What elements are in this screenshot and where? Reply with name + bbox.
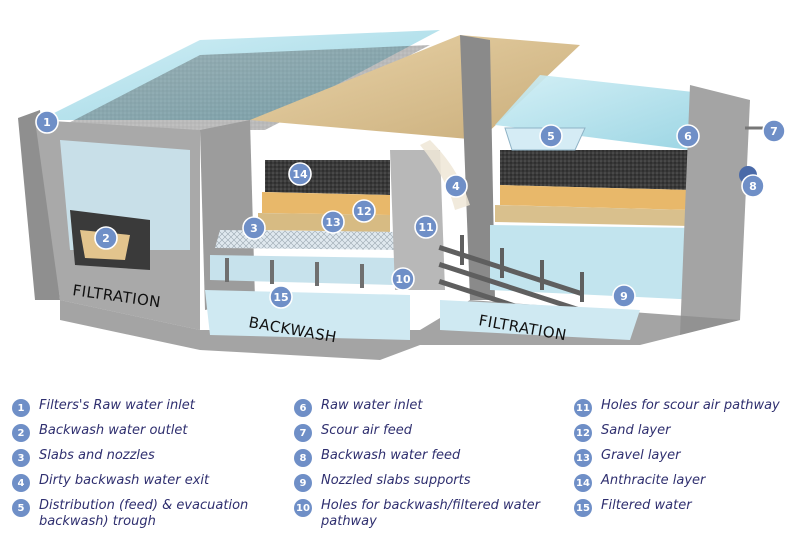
svg-text:12: 12	[356, 205, 371, 218]
left-outer-wall	[18, 110, 60, 300]
legend-number: 9	[294, 474, 312, 492]
center-anthracite	[265, 160, 390, 195]
legend-item: 2 Backwash water outlet	[12, 423, 282, 442]
filtered-water-right	[440, 300, 640, 340]
marker-3: 3	[242, 216, 266, 240]
marker-10: 10	[391, 267, 415, 291]
legend-number: 1	[12, 399, 30, 417]
legend-number: 4	[12, 474, 30, 492]
right-outer-wall	[680, 85, 750, 335]
marker-11: 11	[414, 215, 438, 239]
legend-item: 4 Dirty backwash water exit	[12, 473, 282, 492]
legend-column-1: 1 Filters's Raw water inlet 2 Backwash wat…	[12, 398, 282, 536]
right-gravel	[495, 205, 690, 226]
legend-label: Filtered water	[601, 498, 692, 513]
center-lower-chamber	[210, 255, 395, 285]
svg-text:9: 9	[620, 290, 628, 303]
legend-number: 8	[294, 449, 312, 467]
legend-number: 14	[574, 474, 592, 492]
legend-number: 6	[294, 399, 312, 417]
marker-12: 12	[352, 199, 376, 223]
legend-item: 1 Filters's Raw water inlet	[12, 398, 282, 417]
legend-number: 3	[12, 449, 30, 467]
center-nozzles	[215, 230, 400, 250]
marker-7: 7	[762, 119, 786, 143]
legend-item: 9 Nozzled slabs supports	[294, 473, 564, 492]
svg-text:7: 7	[770, 125, 778, 138]
legend-item: 8 Backwash water feed	[294, 448, 564, 467]
filter-diagram: FILTRATION BACKWASH FILTRATION 1 2 3 4 5…	[18, 30, 786, 360]
legend-number: 5	[12, 499, 30, 517]
marker-8: 8	[741, 174, 765, 198]
legend-item: 11 Holes for scour air pathway	[574, 398, 796, 417]
filtered-water-left	[205, 290, 410, 340]
legend-number: 2	[12, 424, 30, 442]
legend-label: Holes for scour air pathway	[601, 398, 780, 413]
legend-column-2: 6 Raw water inlet 7 Scour air feed 8 Backwa…	[294, 398, 564, 536]
legend-label: Holes for backwash/filtered water pathwa…	[321, 498, 541, 529]
legend-item: 5 Distribution (feed) & evacuation backwa…	[12, 498, 282, 530]
svg-text:3: 3	[250, 222, 258, 235]
legend-number: 10	[294, 499, 312, 517]
legend-number: 12	[574, 424, 592, 442]
legend-number: 13	[574, 449, 592, 467]
legend-item: 14 Anthracite layer	[574, 473, 796, 492]
center-top-sand	[250, 35, 580, 140]
left-filter-media	[55, 45, 430, 130]
center-slab-supports	[225, 258, 364, 288]
legend-number: 7	[294, 424, 312, 442]
legend-label: Filters's Raw water inlet	[39, 398, 195, 413]
legend-label: Distribution (feed) & evacuation backwas…	[39, 498, 249, 529]
left-filter	[18, 30, 440, 330]
legend-label: Slabs and nozzles	[39, 448, 155, 463]
marker-4: 4	[444, 174, 468, 198]
legend-label: Backwash water feed	[321, 448, 461, 463]
legend-label: Nozzled slabs supports	[321, 473, 471, 488]
legend-number: 15	[574, 499, 592, 517]
legend-label: Sand layer	[601, 423, 671, 438]
svg-text:1: 1	[43, 116, 51, 129]
legend-column-3: 11 Holes for scour air pathway 12 Sand lay…	[574, 398, 796, 523]
marker-15: 15	[269, 285, 293, 309]
legend-label: Gravel layer	[601, 448, 681, 463]
svg-text:8: 8	[749, 180, 757, 193]
legend-item: 7 Scour air feed	[294, 423, 564, 442]
legend-item: 6 Raw water inlet	[294, 398, 564, 417]
svg-text:5: 5	[547, 130, 555, 143]
marker-5: 5	[539, 124, 563, 148]
marker-13: 13	[321, 210, 345, 234]
svg-text:4: 4	[452, 180, 460, 193]
right-sand	[500, 185, 690, 210]
marker-1: 1	[35, 110, 59, 134]
svg-text:13: 13	[325, 216, 340, 229]
legend-item: 15 Filtered water	[574, 498, 796, 517]
svg-text:14: 14	[292, 168, 308, 181]
legend-label: Raw water inlet	[321, 398, 423, 413]
center-right-wall	[460, 35, 495, 300]
marker-2: 2	[94, 226, 118, 250]
legend-label: Dirty backwash water exit	[39, 473, 210, 488]
legend-label: Scour air feed	[321, 423, 412, 438]
svg-text:10: 10	[395, 273, 411, 286]
legend-item: 13 Gravel layer	[574, 448, 796, 467]
svg-text:11: 11	[418, 221, 433, 234]
legend-label: Backwash water outlet	[39, 423, 188, 438]
legend-item: 10 Holes for backwash/filtered water path…	[294, 498, 564, 530]
svg-text:15: 15	[273, 291, 288, 304]
legend-label: Anthracite layer	[601, 473, 706, 488]
marker-6: 6	[676, 124, 700, 148]
right-anthracite	[500, 150, 690, 190]
marker-14: 14	[288, 162, 312, 186]
legend-number: 11	[574, 399, 592, 417]
legend-item: 3 Slabs and nozzles	[12, 448, 282, 467]
svg-text:6: 6	[684, 130, 692, 143]
legend-item: 12 Sand layer	[574, 423, 796, 442]
svg-text:2: 2	[102, 232, 110, 245]
marker-9: 9	[612, 284, 636, 308]
